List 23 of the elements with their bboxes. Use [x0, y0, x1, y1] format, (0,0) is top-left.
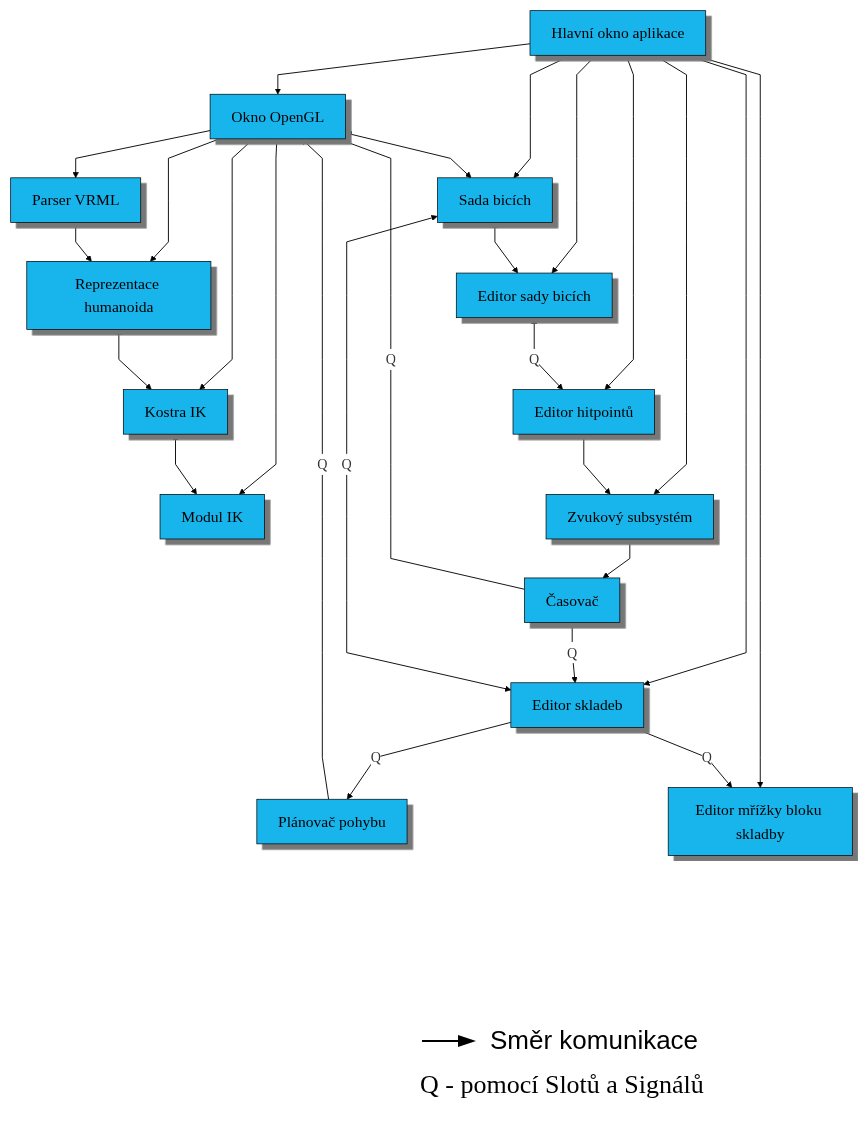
- node-box: Zvukový subsystém: [545, 494, 714, 540]
- node-box: Modul IK: [159, 494, 265, 540]
- edge-label: Q: [567, 644, 578, 661]
- node-box: Časovač: [524, 577, 621, 623]
- edge-label: Q: [341, 456, 352, 473]
- edge-label: Q: [317, 456, 328, 473]
- edge-label: Q: [529, 351, 540, 368]
- edge-label: Q: [385, 351, 396, 368]
- node-box: Sada bicích: [437, 177, 553, 223]
- note-text: Q - pomocí Slotů a Signálů: [420, 1070, 705, 1100]
- node-box: Okno OpenGL: [209, 93, 346, 140]
- node-box: Editor skladeb: [510, 682, 645, 728]
- node-box: Reprezentace humanoida: [26, 261, 212, 330]
- legend-text: Směr komunikace: [490, 1025, 699, 1056]
- node-box: Editor hitpointů: [512, 389, 655, 435]
- node-box: Plánovač pohybu: [256, 798, 408, 845]
- edge-label: Q: [370, 749, 381, 766]
- node-box: Editor mřížky bloku skladby: [667, 787, 853, 856]
- node-box: Parser VRML: [10, 177, 142, 223]
- edge-label: Q: [701, 749, 712, 766]
- node-box: Hlavní okno aplikace: [529, 10, 707, 56]
- node-box: Kostra IK: [122, 389, 229, 435]
- node-box: Editor sady bicích: [455, 272, 613, 319]
